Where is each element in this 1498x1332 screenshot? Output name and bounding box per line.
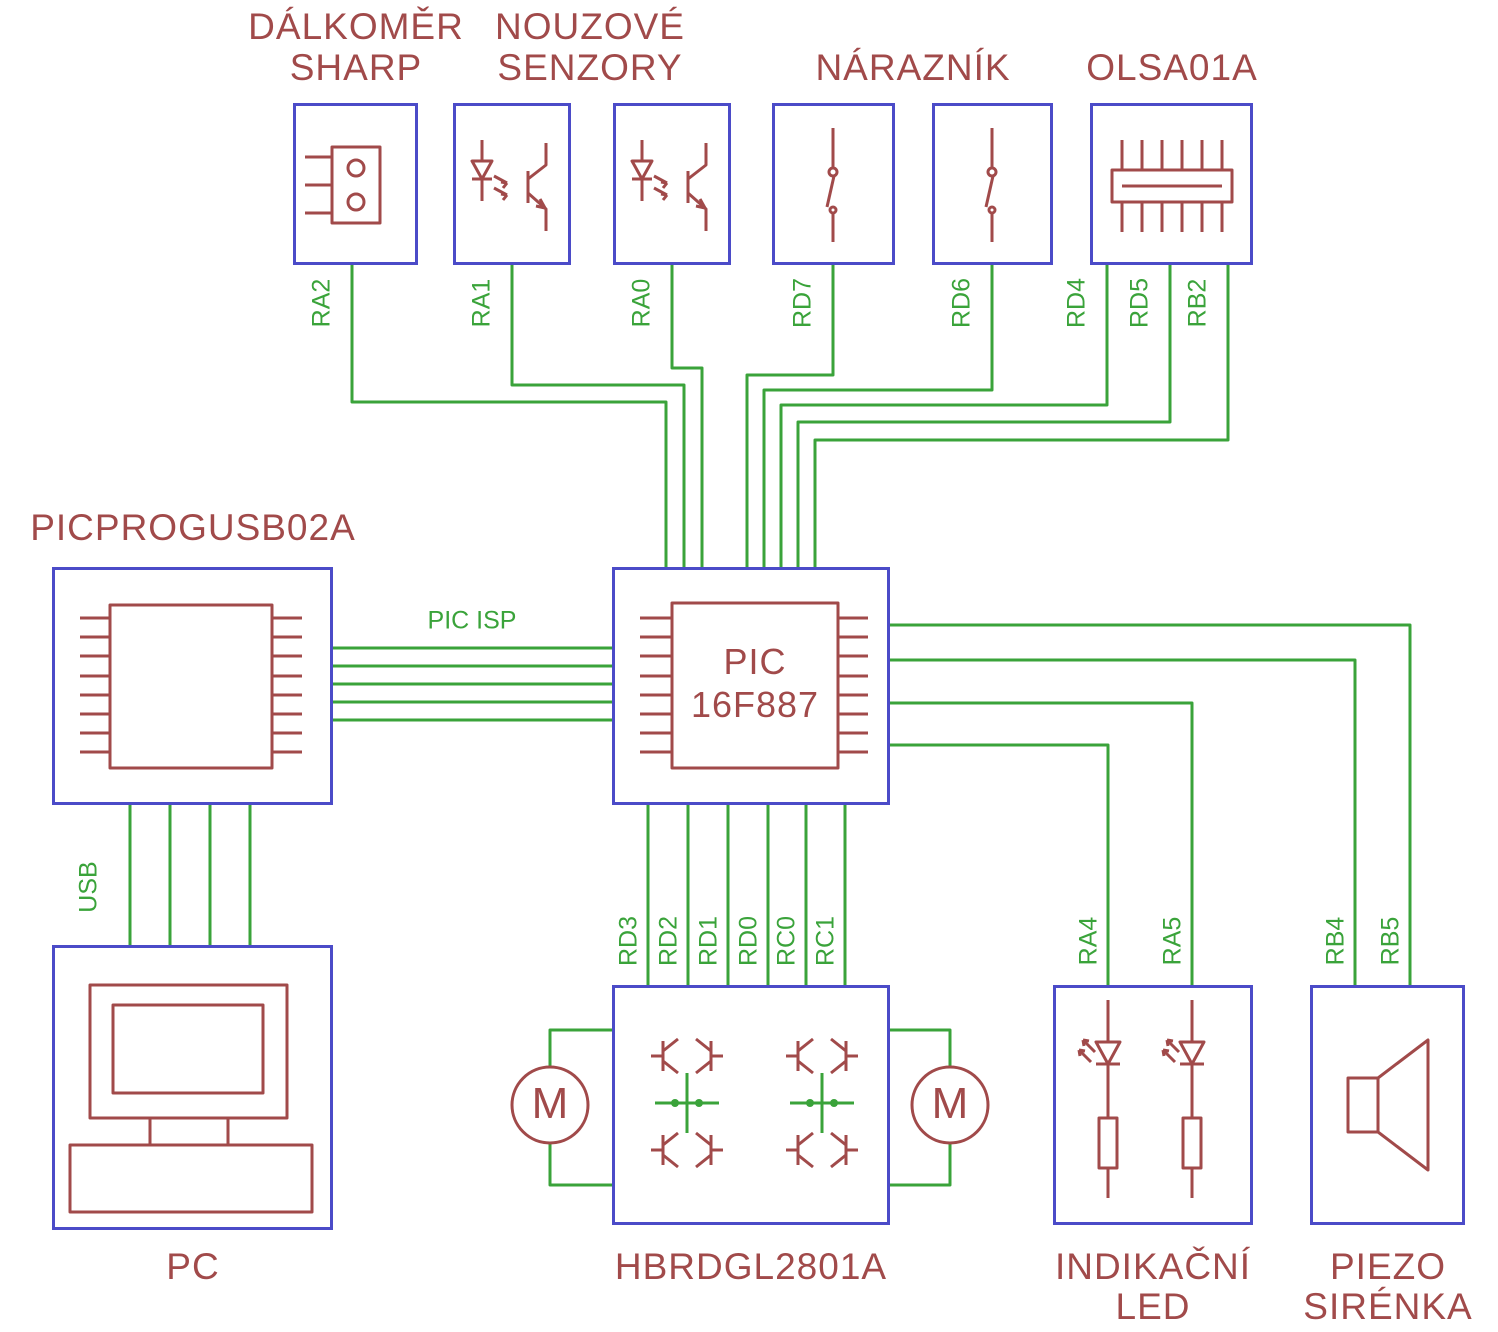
net-label-rd7: RD7 <box>788 277 817 329</box>
mcu-label-line2: 16F887 <box>690 684 820 725</box>
block-piezo <box>1310 985 1465 1225</box>
mcu-ic-symbol <box>640 601 868 770</box>
motor-right-symbol <box>910 1065 990 1145</box>
olsa-ic-symbol <box>1110 140 1234 232</box>
wire-ra4 <box>890 743 1110 985</box>
wire-rb5 <box>890 623 1412 985</box>
title-hbridge: HBRDGL2801A <box>614 1246 888 1287</box>
speaker-symbol <box>1346 1038 1430 1172</box>
wire-rd6 <box>762 265 994 567</box>
wire-motor-right-top <box>890 1028 952 1067</box>
net-label-ra1: RA1 <box>467 278 496 328</box>
title-rangefinder-line2: SHARP <box>289 47 423 88</box>
wire-motor-left-top <box>548 1028 612 1067</box>
net-label-ra2: RA2 <box>307 278 336 328</box>
title-piezo-line2: SIRÉNKA <box>1303 1286 1473 1327</box>
wire-motor-right-bottom <box>890 1143 952 1187</box>
net-label-rd4: RD4 <box>1062 277 1091 329</box>
rangefinder-connector-symbol <box>305 145 382 225</box>
net-label-ra0: RA0 <box>627 278 656 328</box>
net-label-ra4: RA4 <box>1074 916 1103 966</box>
block-bumper-1 <box>772 103 895 265</box>
block-olsa01a <box>1090 103 1253 265</box>
wire-ra5 <box>890 701 1194 985</box>
title-programmer: PICPROGUSB02A <box>30 507 356 548</box>
wire-rd5 <box>796 265 1172 567</box>
net-label-rd5: RD5 <box>1125 277 1154 329</box>
net-label-rd1: RD1 <box>694 915 723 967</box>
block-emergency-sensor-2 <box>613 103 731 265</box>
bus-label-usb: USB <box>74 861 103 913</box>
block-rangefinder-sharp <box>293 103 418 265</box>
net-label-rd0: RD0 <box>734 915 763 967</box>
motor-left-symbol <box>510 1065 590 1145</box>
wire-rb2 <box>813 265 1230 567</box>
title-rangefinder-line1: DÁLKOMĚR <box>248 6 464 47</box>
hbridge-internal-nets <box>655 1073 854 1133</box>
title-piezo-line1: PIEZO <box>1329 1246 1447 1287</box>
wire-motor-bus <box>646 805 847 985</box>
indicator-led-symbol-2 <box>1161 1000 1206 1198</box>
wire-ra0 <box>670 265 704 567</box>
block-bumper-2 <box>932 103 1053 265</box>
net-label-ra5: RA5 <box>1158 916 1187 966</box>
net-label-rb4: RB4 <box>1321 916 1350 966</box>
mcu-label-line1: PIC <box>723 641 787 682</box>
indicator-led-symbol-1 <box>1077 1000 1122 1198</box>
block-mcu <box>612 567 890 805</box>
title-bumper: NÁRAZNÍK <box>815 47 1011 88</box>
title-led-line1: INDIKAČNÍ <box>1054 1246 1252 1287</box>
wire-rd7 <box>745 265 835 567</box>
net-label-rc1: RC1 <box>811 915 840 967</box>
title-emergency-line1: NOUZOVÉ <box>495 6 685 47</box>
wire-rb4 <box>890 658 1357 985</box>
block-hbridge <box>612 985 890 1225</box>
net-label-rd2: RD2 <box>654 915 683 967</box>
title-pc: PC <box>166 1246 220 1287</box>
wire-rd4 <box>779 265 1109 567</box>
title-emergency-line2: SENZORY <box>497 47 683 88</box>
block-pc <box>52 945 333 1230</box>
net-label-rb2: RB2 <box>1183 278 1212 328</box>
motor-right-letter: M <box>931 1079 969 1128</box>
wire-ra1 <box>510 265 686 567</box>
motor-left-letter: M <box>531 1079 569 1128</box>
block-indicator-led <box>1053 985 1253 1225</box>
title-olsa: OLSA01A <box>1086 47 1258 88</box>
title-led-line2: LED <box>1115 1286 1191 1327</box>
wire-motor-left-bottom <box>548 1143 612 1187</box>
block-emergency-sensor-1 <box>453 103 571 265</box>
wire-isp-bus <box>333 646 612 722</box>
wire-usb-bus <box>128 805 252 945</box>
net-label-rc0: RC0 <box>772 915 801 967</box>
net-label-rd3: RD3 <box>614 915 643 967</box>
bus-label-pic-isp: PIC ISP <box>427 606 517 635</box>
net-label-rd6: RD6 <box>947 277 976 329</box>
wire-ra2 <box>350 265 668 567</box>
net-label-rb5: RB5 <box>1376 916 1405 966</box>
programmer-ic-symbol <box>80 603 302 770</box>
block-programmer <box>52 567 333 805</box>
pc-symbol <box>68 983 314 1214</box>
